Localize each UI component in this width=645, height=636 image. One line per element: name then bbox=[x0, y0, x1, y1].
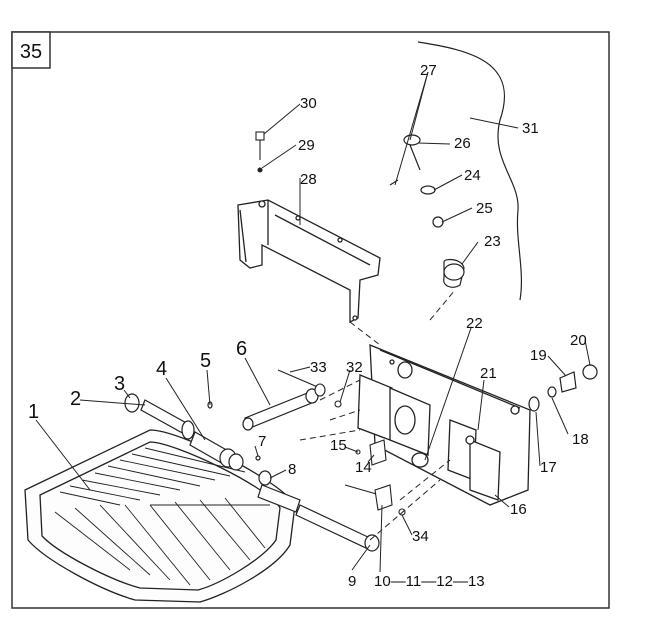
pin-part bbox=[242, 388, 319, 431]
callout-leaders bbox=[35, 71, 591, 573]
mounting-plate-part bbox=[357, 344, 531, 506]
callout-26: 26 bbox=[454, 135, 471, 152]
page-label: 35 bbox=[20, 41, 42, 63]
footplate-part bbox=[24, 429, 296, 603]
bolt-part bbox=[277, 369, 342, 408]
callout-33: 33 bbox=[310, 359, 327, 376]
callout-5: 5 bbox=[200, 350, 211, 372]
callout-18: 18 bbox=[572, 431, 589, 448]
callout-6: 6 bbox=[236, 338, 247, 360]
callout-31: 31 bbox=[522, 120, 539, 137]
callout-34: 34 bbox=[412, 528, 429, 545]
callout-27: 27 bbox=[420, 62, 437, 79]
cover-part bbox=[237, 199, 381, 324]
axle-part bbox=[124, 393, 244, 471]
callout-9: 9 bbox=[348, 573, 356, 590]
callout-23: 23 bbox=[484, 233, 501, 250]
callout-28: 28 bbox=[300, 171, 317, 188]
callout-25: 25 bbox=[476, 200, 493, 217]
callout-20: 20 bbox=[570, 332, 587, 349]
callout-3: 3 bbox=[114, 373, 125, 395]
screw-part bbox=[255, 131, 265, 173]
callout-16: 16 bbox=[510, 501, 527, 518]
page-label-box bbox=[11, 31, 51, 69]
callout-17: 17 bbox=[540, 459, 557, 476]
assembly-boundary-curve bbox=[417, 41, 523, 301]
callout-14: 14 bbox=[355, 459, 372, 476]
callout-1: 1 bbox=[28, 401, 39, 423]
callout-21: 21 bbox=[480, 365, 497, 382]
callout-24: 24 bbox=[464, 167, 481, 184]
callout-29: 29 bbox=[298, 137, 315, 154]
diagram-frame bbox=[11, 31, 610, 609]
callout-4: 4 bbox=[156, 358, 167, 380]
callout-7: 7 bbox=[258, 433, 266, 450]
callout-2: 2 bbox=[70, 388, 81, 410]
callout-30: 30 bbox=[300, 95, 317, 112]
clamp-part bbox=[344, 439, 406, 516]
washer-part bbox=[528, 364, 598, 412]
callout-32: 32 bbox=[346, 359, 363, 376]
callout-8: 8 bbox=[288, 461, 296, 478]
hinge-shaft-part bbox=[255, 455, 380, 552]
knob-part bbox=[389, 134, 465, 288]
callout-22: 22 bbox=[466, 315, 483, 332]
callout-15: 15 bbox=[330, 437, 347, 454]
callout-10-13: 10—11—12—13 bbox=[374, 573, 485, 590]
callout-19: 19 bbox=[530, 347, 547, 364]
